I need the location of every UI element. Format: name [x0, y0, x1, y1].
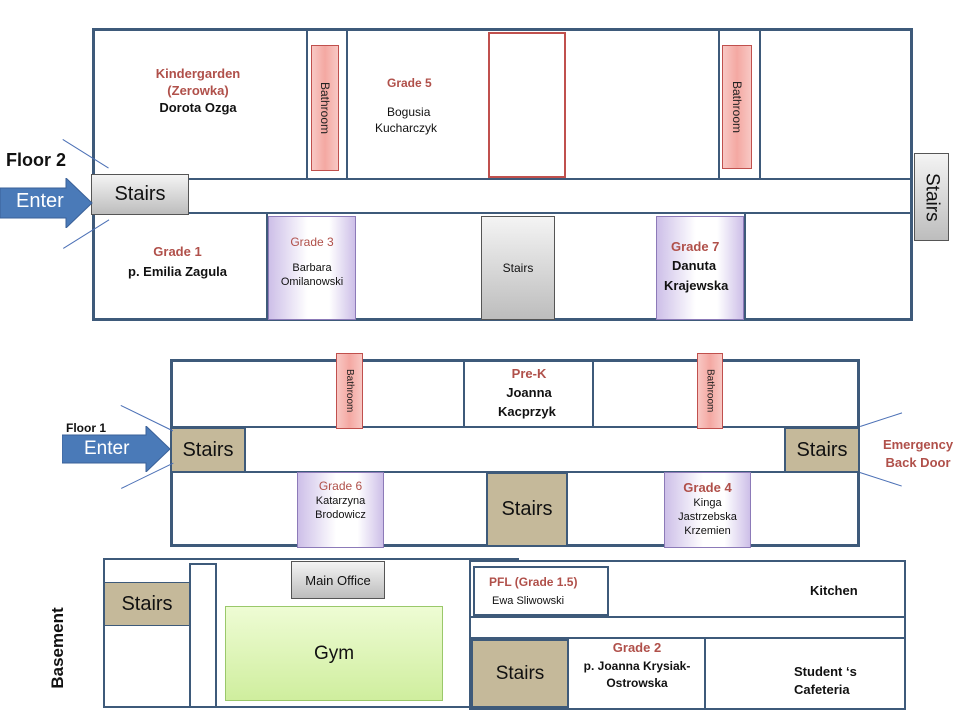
kitchen-label: Kitchen [810, 583, 858, 598]
basement-divider [189, 563, 191, 708]
floor1-label: Floor 1 [66, 421, 107, 435]
emergency-door-line [859, 472, 902, 487]
floor2-enter-label: Enter [16, 190, 64, 212]
grade6-room: Grade 6 Katarzyna Brodowicz [297, 472, 384, 548]
grade2-title: Grade 2 [612, 640, 662, 655]
bathroom-label: Bathroom [318, 81, 332, 135]
floor2-divider [266, 212, 268, 321]
pfl-teacher: Ewa Sliwowski [492, 595, 565, 607]
floor2-divider [346, 28, 348, 180]
floor2-divider [759, 28, 761, 180]
grade1-room: Grade 1 p. Emilia Zagula [110, 244, 245, 279]
prek-teacher-first: Joanna [506, 385, 552, 400]
kindergarden-title: Kindergarden [155, 66, 241, 81]
grade2-room: Grade 2 p. Joanna Krysiak- Ostrowska [570, 640, 704, 690]
floor1-divider [592, 359, 594, 427]
basement-divider [215, 563, 217, 708]
grade4-teacher-last: Krzemien [684, 525, 731, 537]
kindergarden-teacher: Dorota Ozga [159, 100, 237, 115]
floor2-bathroom-2: Bathroom [722, 45, 752, 169]
prek-title: Pre-K [511, 366, 547, 381]
floor2-corridor-bottom-wall [92, 212, 913, 214]
floor2-corridor-top-wall [92, 178, 913, 180]
floor1-stairs-left: Stairs [170, 427, 246, 473]
grade1-title: Grade 1 [153, 244, 202, 259]
grade6-title: Grade 6 [318, 479, 363, 493]
floor2-divider [718, 28, 720, 180]
floor1-corridor-top-wall [170, 426, 860, 428]
floor2-stairs-left: Stairs [91, 174, 189, 215]
grade4-title: Grade 4 [683, 480, 732, 495]
floor2-divider [306, 178, 348, 180]
bathroom-label: Bathroom [344, 369, 355, 413]
emergency-label-line2: Back Door [885, 455, 951, 470]
floor2-stairs-middle: Stairs [481, 216, 555, 320]
grade1-teacher: p. Emilia Zagula [128, 264, 227, 279]
grade2-teacher-first: p. Joanna Krysiak- [583, 659, 691, 673]
cafeteria-label: Student ‘s Cafeteria [794, 664, 857, 697]
floor2-bathroom-1: Bathroom [311, 45, 339, 171]
basement-stairs-left: Stairs [104, 582, 190, 626]
floor2-divider [306, 28, 308, 180]
floor1-enter-label: Enter [84, 438, 130, 459]
grade5-teacher-last: Kucharczyk [375, 121, 438, 135]
prek-room: Pre-K Joanna Kacprzyk [466, 366, 592, 419]
floor2-divider [744, 212, 746, 321]
kindergarden-subtitle: (Zerowka) [167, 83, 229, 98]
basement-divider [469, 616, 906, 618]
floor1-stairs-middle: Stairs [486, 472, 568, 547]
floor1-enter-arrow-icon [62, 426, 171, 472]
grade3-title: Grade 3 [290, 235, 334, 249]
floor1-bathroom-1: Bathroom [336, 353, 363, 429]
floor2-stairs-right: Stairs [914, 153, 949, 241]
cafeteria-line2: Cafeteria [794, 682, 850, 697]
pfl-room: PFL (Grade 1.5) Ewa Sliwowski [473, 566, 609, 616]
grade7-room: Grade 7 Danuta Krajewska [656, 216, 744, 320]
basement-divider [189, 563, 216, 565]
emergency-label-line1: Emergency [882, 437, 954, 452]
grade7-teacher-last: Krajewska [664, 278, 729, 293]
grade5-title: Grade 5 [387, 76, 432, 90]
grade4-teacher-middle: Jastrzebska [678, 511, 737, 523]
basement-label: Basement [48, 607, 67, 689]
main-office: Main Office [291, 561, 385, 599]
floor1-stairs-right: Stairs [784, 427, 860, 473]
gym: Gym [225, 606, 443, 701]
grade6-teacher-first: Katarzyna [315, 495, 366, 507]
gym-label: Gym [313, 642, 355, 664]
bathroom-label: Bathroom [730, 80, 744, 134]
bathroom-label: Bathroom [704, 369, 716, 413]
grade4-room: Grade 4 Kinga Jastrzebska Krzemien [664, 472, 751, 548]
emergency-back-door-label: Emergency Back Door [874, 437, 960, 470]
kindergarden-room: Kindergarden (Zerowka) Dorota Ozga [128, 66, 268, 115]
grade3-teacher-first: Barbara [292, 262, 332, 274]
grade7-title: Grade 7 [671, 239, 720, 254]
floor1-divider [463, 359, 465, 427]
basement-divider [704, 639, 706, 709]
grade4-teacher-first: Kinga [693, 497, 722, 509]
grade7-teacher-first: Danuta [672, 258, 717, 273]
grade5-teacher-first: Bogusia [387, 105, 431, 119]
grade2-teacher-last: Ostrowska [606, 676, 668, 690]
grade5-room: Grade 5 Bogusia Kucharczyk [375, 76, 465, 136]
cafeteria-line1: Student ‘s [794, 664, 857, 679]
basement-stairs-bottom: Stairs [471, 639, 569, 708]
floor2-enter-arrow-icon [0, 178, 93, 228]
pfl-title: PFL (Grade 1.5) [489, 575, 578, 589]
basement-divider [469, 637, 906, 639]
grade3-room: Grade 3 Barbara Omilanowski [268, 216, 356, 320]
emergency-door-line [860, 412, 903, 427]
grade3-teacher-last: Omilanowski [280, 276, 344, 288]
stairs-label: Stairs [921, 172, 943, 222]
prek-teacher-last: Kacprzyk [498, 404, 556, 419]
floor2-empty-room [488, 32, 566, 178]
floor2-label: Floor 2 [6, 150, 67, 170]
grade6-teacher-last: Brodowicz [315, 509, 366, 521]
floor1-bathroom-2: Bathroom [697, 353, 723, 429]
basement-right-gap [471, 618, 904, 637]
